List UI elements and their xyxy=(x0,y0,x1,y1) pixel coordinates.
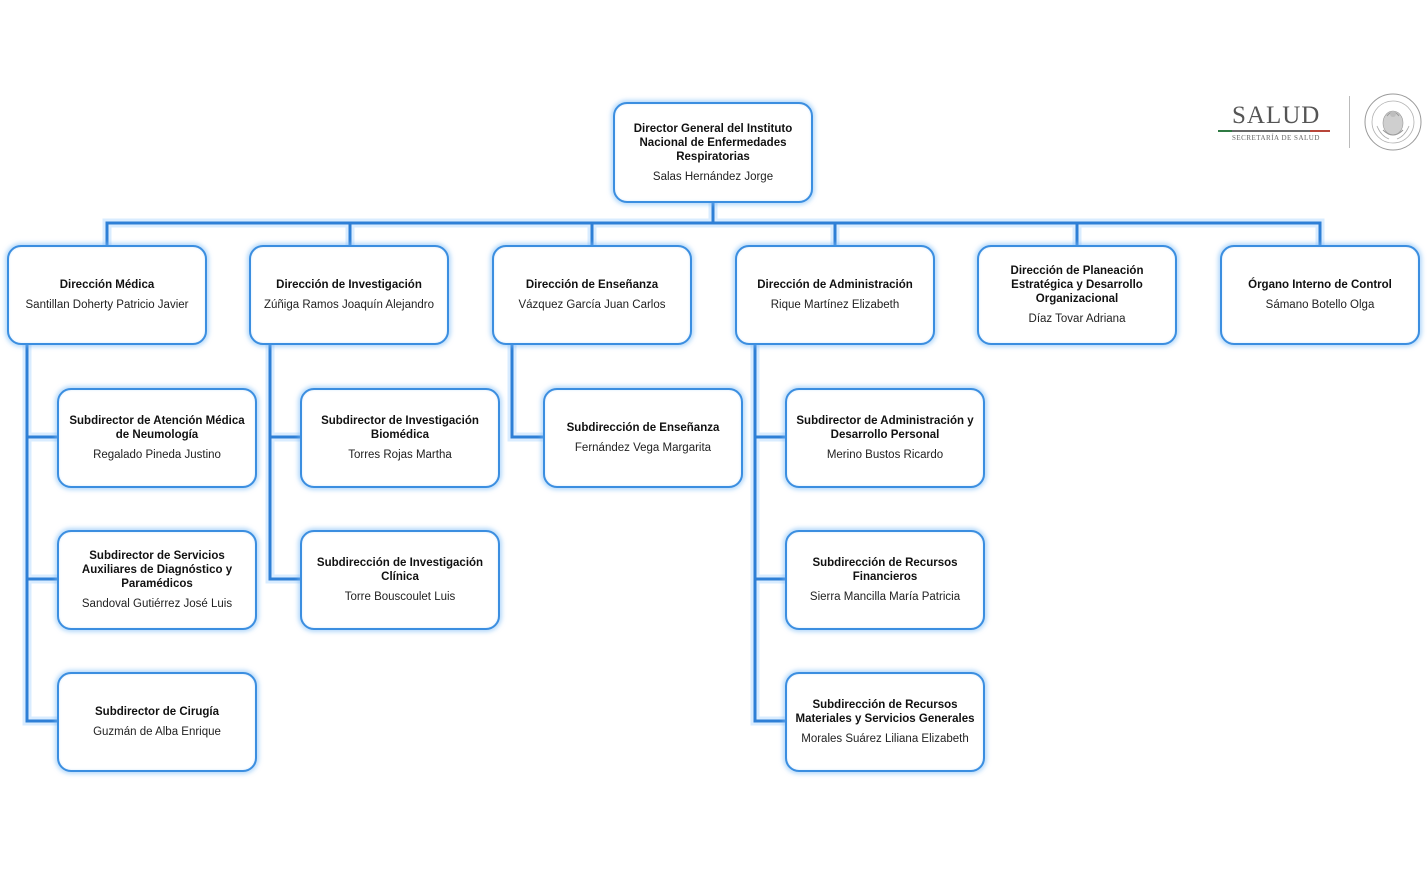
node-title: Director General del Instituto Nacional … xyxy=(633,122,793,163)
logo-divider xyxy=(1349,96,1350,148)
node-title: Subdirector de Servicios Auxiliares de D… xyxy=(81,550,233,590)
salud-wordmark: SALUD xyxy=(1232,102,1321,129)
org-node-sub-servicios-auxiliares: Subdirector de Servicios Auxiliares de D… xyxy=(57,530,257,630)
org-node-sub-investigacion-biomedica: Subdirector de Investigación Biomédica T… xyxy=(300,388,500,488)
node-title: Dirección de Enseñanza xyxy=(525,279,659,291)
node-name: Sandoval Gutiérrez José Luis xyxy=(81,598,233,610)
node-title: Órgano Interno de Control xyxy=(1248,279,1392,291)
org-node-sub-ensenanza: Subdirección de Enseñanza Fernández Vega… xyxy=(543,388,743,488)
node-name: Salas Hernández Jorge xyxy=(652,170,774,183)
node-title: Subdirector de Atención Médica de Neumol… xyxy=(69,415,245,441)
node-name: Zúñiga Ramos Joaquín Alejandro xyxy=(263,299,435,311)
node-title: Subdirección de Recursos Materiales y Se… xyxy=(795,699,975,725)
org-node-organo-interno-control: Órgano Interno de Control Sámano Botello… xyxy=(1220,245,1420,345)
node-name: Sierra Mancilla María Patricia xyxy=(809,591,961,603)
node-name: Vázquez García Juan Carlos xyxy=(518,299,666,311)
org-node-sub-recursos-financieros: Subdirección de Recursos Financieros Sie… xyxy=(785,530,985,630)
node-name: Guzmán de Alba Enrique xyxy=(93,726,221,738)
node-title: Subdirector de Cirugía xyxy=(95,706,219,718)
org-node-direccion-administracion: Dirección de Administración Rique Martín… xyxy=(735,245,935,345)
node-title: Dirección Médica xyxy=(59,279,155,291)
org-node-sub-administracion-desarrollo: Subdirector de Administración y Desarrol… xyxy=(785,388,985,488)
org-node-sub-recursos-materiales: Subdirección de Recursos Materiales y Se… xyxy=(785,672,985,772)
node-title: Subdirección de Recursos Financieros xyxy=(812,557,958,583)
node-title: Dirección de Planeación Estratégica y De… xyxy=(1010,265,1144,305)
salud-subtitle: SECRETARÍA DE SALUD xyxy=(1232,134,1320,142)
node-name: Morales Suárez Liliana Elizabeth xyxy=(801,733,969,745)
node-title: Subdirector de Investigación Biomédica xyxy=(321,415,479,441)
node-name: Regalado Pineda Justino xyxy=(93,449,221,461)
node-title: Dirección de Administración xyxy=(757,279,913,291)
node-title: Subdirección de Enseñanza xyxy=(566,422,720,434)
node-name: Rique Martínez Elizabeth xyxy=(770,299,900,311)
logo-underline xyxy=(1218,130,1330,132)
node-title: Subdirección de Investigación Clínica xyxy=(316,557,484,583)
org-node-sub-atencion-medica: Subdirector de Atención Médica de Neumol… xyxy=(57,388,257,488)
org-node-sub-cirugia: Subdirector de Cirugía Guzmán de Alba En… xyxy=(57,672,257,772)
org-node-direccion-planeacion: Dirección de Planeación Estratégica y De… xyxy=(977,245,1177,345)
node-name: Merino Bustos Ricardo xyxy=(826,449,944,461)
node-name: Díaz Tovar Adriana xyxy=(1028,313,1126,325)
node-title: Subdirector de Administración y Desarrol… xyxy=(796,415,974,441)
logo-underline-green xyxy=(1218,130,1232,132)
node-name: Torres Rojas Martha xyxy=(348,449,452,461)
node-name: Santillan Doherty Patricio Javier xyxy=(25,299,189,311)
org-node-direccion-medica: Dirección Médica Santillan Doherty Patri… xyxy=(7,245,207,345)
logo-underline-red xyxy=(1310,130,1330,132)
org-node-sub-investigacion-clinica: Subdirección de Investigación Clínica To… xyxy=(300,530,500,630)
national-seal-icon xyxy=(1364,93,1422,151)
salud-logo: SALUD SECRETARÍA DE SALUD xyxy=(1218,92,1423,152)
node-name: Torre Bouscoulet Luis xyxy=(344,591,456,603)
org-node-director-general: Director General del Instituto Nacional … xyxy=(613,102,813,203)
node-name: Sámano Botello Olga xyxy=(1265,299,1375,311)
org-node-direccion-ensenanza: Dirección de Enseñanza Vázquez García Ju… xyxy=(492,245,692,345)
node-name: Fernández Vega Margarita xyxy=(574,442,712,454)
org-node-direccion-investigacion: Dirección de Investigación Zúñiga Ramos … xyxy=(249,245,449,345)
node-title: Dirección de Investigación xyxy=(276,279,422,291)
